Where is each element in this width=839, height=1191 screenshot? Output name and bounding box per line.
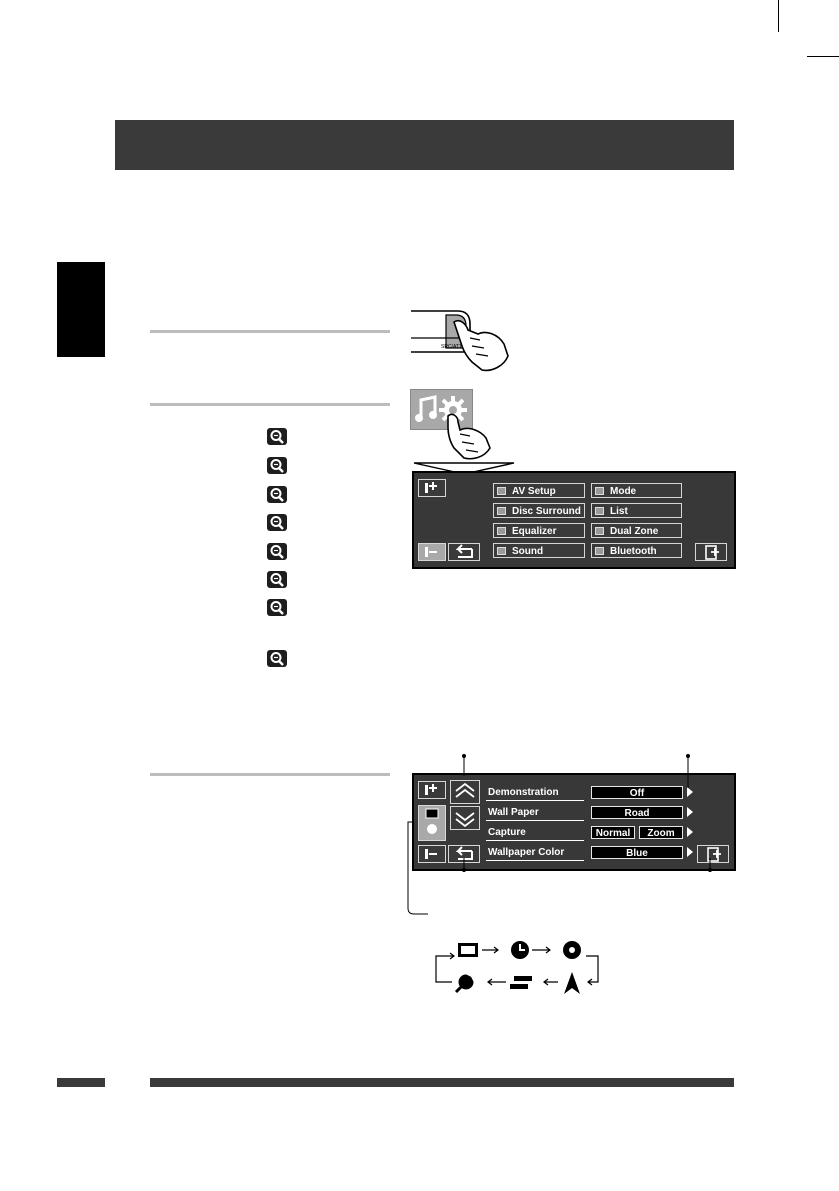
setting-underline xyxy=(486,840,584,841)
clock-category-icon xyxy=(427,824,437,834)
exit-icon xyxy=(705,545,719,560)
cycle-connector-icon xyxy=(510,976,532,989)
callout-lines xyxy=(407,754,712,915)
menu-sound-button[interactable]: Sound xyxy=(493,543,585,558)
setting-label-wall-paper: Wall Paper xyxy=(488,807,539,818)
source-button-illustration: SRC/ATT xyxy=(411,310,509,372)
setup-back-arrow-icon xyxy=(455,846,473,860)
step-rule-2 xyxy=(150,403,390,406)
setting-value-capture-zoom[interactable]: Zoom xyxy=(639,826,683,839)
setting-label-wallpaper-color: Wallpaper Color xyxy=(488,847,565,858)
step-rule-3 xyxy=(150,773,390,776)
menu-equalizer-button[interactable]: Equalizer xyxy=(493,523,585,538)
category-cycle-diagram xyxy=(435,941,599,994)
setting-arrow-icon[interactable] xyxy=(687,847,693,857)
setting-arrow-icon[interactable] xyxy=(687,827,693,837)
menu-screen: AV Setup Mode Disc Surround List Equaliz… xyxy=(412,471,736,569)
setup-menu-icon-button[interactable] xyxy=(410,389,473,430)
page-number-bar xyxy=(57,1078,105,1087)
display-category-icon xyxy=(425,808,439,819)
crop-mark-right xyxy=(807,56,839,57)
magnifier-icon xyxy=(267,457,287,474)
menu-bluetooth-button[interactable]: Bluetooth xyxy=(591,543,682,558)
screen-toggle-icon-top xyxy=(425,482,437,493)
cycle-navigation-icon xyxy=(564,972,580,994)
menu-disc-surround-button[interactable]: Disc Surround xyxy=(493,503,585,518)
menu-screen-icons xyxy=(425,482,719,560)
cycle-wrench-icon xyxy=(454,974,474,994)
scroll-down-icon xyxy=(455,812,475,828)
magnifier-icon xyxy=(267,428,287,445)
language-side-tab xyxy=(57,262,105,357)
setting-label-capture: Capture xyxy=(488,827,526,838)
setup-exit-icon xyxy=(707,847,721,862)
setting-label-demonstration: Demonstration xyxy=(488,787,559,798)
back-arrow-icon xyxy=(455,544,473,558)
magnifier-icon xyxy=(267,571,287,588)
footer-rule xyxy=(150,1078,734,1087)
section-header-bar xyxy=(115,120,734,170)
setting-value-demonstration[interactable]: Off xyxy=(591,786,683,799)
setup-toggle-icon-bottom xyxy=(425,849,437,859)
magnifier-icon xyxy=(267,486,287,503)
scroll-up-icon xyxy=(455,782,475,798)
setting-value-wall-paper[interactable]: Road xyxy=(591,806,683,819)
crop-mark-top xyxy=(778,0,779,32)
menu-mode-button[interactable]: Mode xyxy=(591,483,682,498)
setup-toggle-icon-top xyxy=(425,784,437,795)
setting-underline xyxy=(486,820,584,821)
step-rule-1 xyxy=(150,330,390,333)
magnifier-icon xyxy=(267,599,287,616)
menu-list-button[interactable]: List xyxy=(591,503,682,518)
source-button-label: SRC/ATT xyxy=(441,344,462,350)
setting-arrow-icon[interactable] xyxy=(687,807,693,817)
setting-underline xyxy=(486,860,584,861)
magnifier-icon xyxy=(267,514,287,531)
menu-av-setup-button[interactable]: AV Setup xyxy=(493,483,585,498)
setting-underline xyxy=(486,800,584,801)
magnifier-icon xyxy=(267,543,287,560)
setting-value-wallpaper-color[interactable]: Blue xyxy=(591,846,683,859)
transition-arrow xyxy=(413,462,515,475)
setting-arrow-icon[interactable] xyxy=(687,787,693,797)
menu-dual-zone-button[interactable]: Dual Zone xyxy=(591,523,682,538)
screen-toggle-icon-bottom xyxy=(425,547,437,557)
setting-value-capture-normal[interactable]: Normal xyxy=(591,826,635,839)
setup-screen-icons xyxy=(425,782,721,862)
pressing-hand-icon xyxy=(447,413,491,460)
magnifier-icon xyxy=(267,650,287,667)
